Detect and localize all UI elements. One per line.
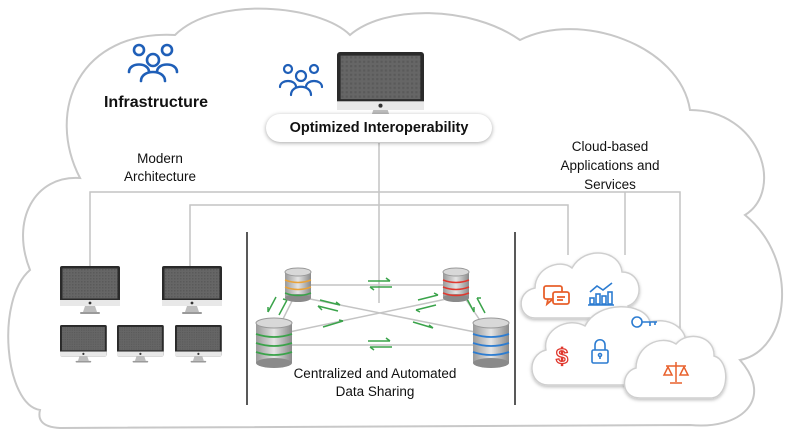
- people-group-icon: [127, 43, 179, 83]
- modern-architecture-label: Modern Architecture: [100, 150, 220, 186]
- chat-bubbles-icon: [543, 285, 570, 307]
- cloud-line1: Cloud-based: [571, 139, 649, 154]
- connector-lines: [89, 143, 681, 340]
- people-small-icon: [278, 63, 324, 97]
- modern-architecture-line2: Architecture: [123, 169, 197, 184]
- database-server-icon: [255, 317, 293, 368]
- modern-architecture-line1: Modern: [137, 151, 183, 166]
- cloud-line2: Applications and: [560, 158, 660, 173]
- cloud-line3: Services: [584, 177, 636, 192]
- infrastructure-title: Infrastructure: [103, 94, 209, 111]
- database-server-icon: [284, 267, 312, 302]
- bar-chart-icon: [588, 282, 614, 306]
- central-line2: Data Sharing: [335, 384, 415, 399]
- small-cloud-3: [623, 335, 727, 399]
- svg-text:$: $: [556, 344, 568, 369]
- padlock-icon: [591, 338, 609, 364]
- optimized-interoperability-label: Optimized Interoperability: [266, 114, 492, 142]
- database-server-icon: [472, 317, 510, 368]
- central-line1: Centralized and Automated: [293, 366, 457, 381]
- sync-arrows: [267, 277, 486, 351]
- key-icon: [631, 316, 657, 328]
- balance-scale-icon: [662, 362, 690, 384]
- dollar-icon: $: [555, 343, 569, 369]
- database-server-icon: [442, 267, 470, 302]
- centralized-data-sharing-label: Centralized and Automated Data Sharing: [285, 365, 465, 401]
- cloud-services-label: Cloud-based Applications and Services: [545, 137, 675, 194]
